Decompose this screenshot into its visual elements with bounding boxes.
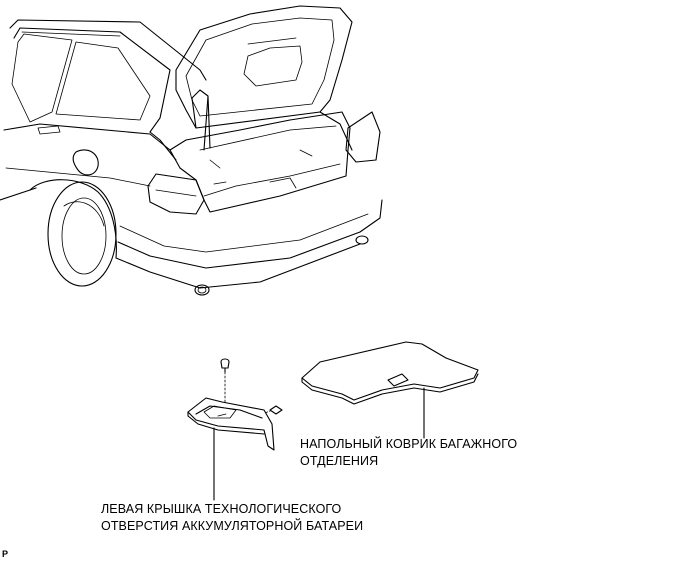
battery-cover-recess	[203, 405, 237, 419]
battery-cover-label: ЛЕВАЯ КРЫШКА ТЕХНОЛОГИЧЕСКОГО ОТВЕРСТИЯ …	[101, 501, 363, 535]
car-illustration	[0, 5, 383, 296]
car-rear-wheel	[47, 181, 117, 287]
car-rear-bumper	[117, 199, 383, 269]
car-beltline	[3, 123, 171, 151]
floor-mat-label-line1: НАПОЛЬНЫЙ КОВРИК БАГАЖНОГО	[300, 437, 518, 451]
car-c-pillar	[149, 131, 177, 161]
car-sill	[0, 187, 37, 201]
floor-mat-handle	[387, 373, 409, 387]
clip-top-icon	[220, 358, 230, 369]
car-rear-window	[13, 27, 171, 133]
car-trunk-lid	[175, 5, 353, 129]
car-tail-light-right	[345, 111, 381, 163]
car-trunk-opening	[169, 111, 351, 213]
battery-cover-label-line1: ЛЕВАЯ КРЫШКА ТЕХНОЛОГИЧЕСКОГО	[101, 502, 342, 516]
floor-mat-label-line2: ОТДЕЛЕНИЯ	[300, 454, 379, 468]
battery-cover-label-line2: ОТВЕРСТИЯ АККУМУЛЯТОРНОЙ БАТАРЕИ	[101, 519, 364, 533]
car-side-window-front	[11, 33, 73, 123]
car-rear-wheel-inner	[61, 197, 107, 275]
floor-mat-edge	[301, 373, 479, 405]
floor-mat-illustration	[301, 341, 479, 439]
car-trunk-hinge-left	[191, 89, 211, 149]
figure-code: P	[2, 549, 9, 559]
clip-side-icon	[269, 405, 283, 415]
car-side-window-rear	[55, 41, 151, 121]
car-license-recess	[243, 45, 303, 87]
car-exhaust-right	[355, 235, 369, 245]
car-door-handle	[37, 125, 61, 135]
floor-mat-label: НАПОЛЬНЫЙ КОВРИК БАГАЖНОГО ОТДЕЛЕНИЯ	[300, 436, 517, 470]
car-roof	[9, 19, 207, 81]
car-tail-light-left	[147, 173, 205, 215]
car-exhaust-left	[194, 284, 210, 296]
car-trunk-hinge-right	[319, 111, 353, 151]
floor-mat-outline	[301, 341, 479, 401]
battery-cover-illustration	[187, 358, 283, 501]
car-fuel-door	[72, 149, 99, 176]
car-side-crease	[5, 167, 151, 187]
battery-cover-outline	[187, 397, 275, 451]
